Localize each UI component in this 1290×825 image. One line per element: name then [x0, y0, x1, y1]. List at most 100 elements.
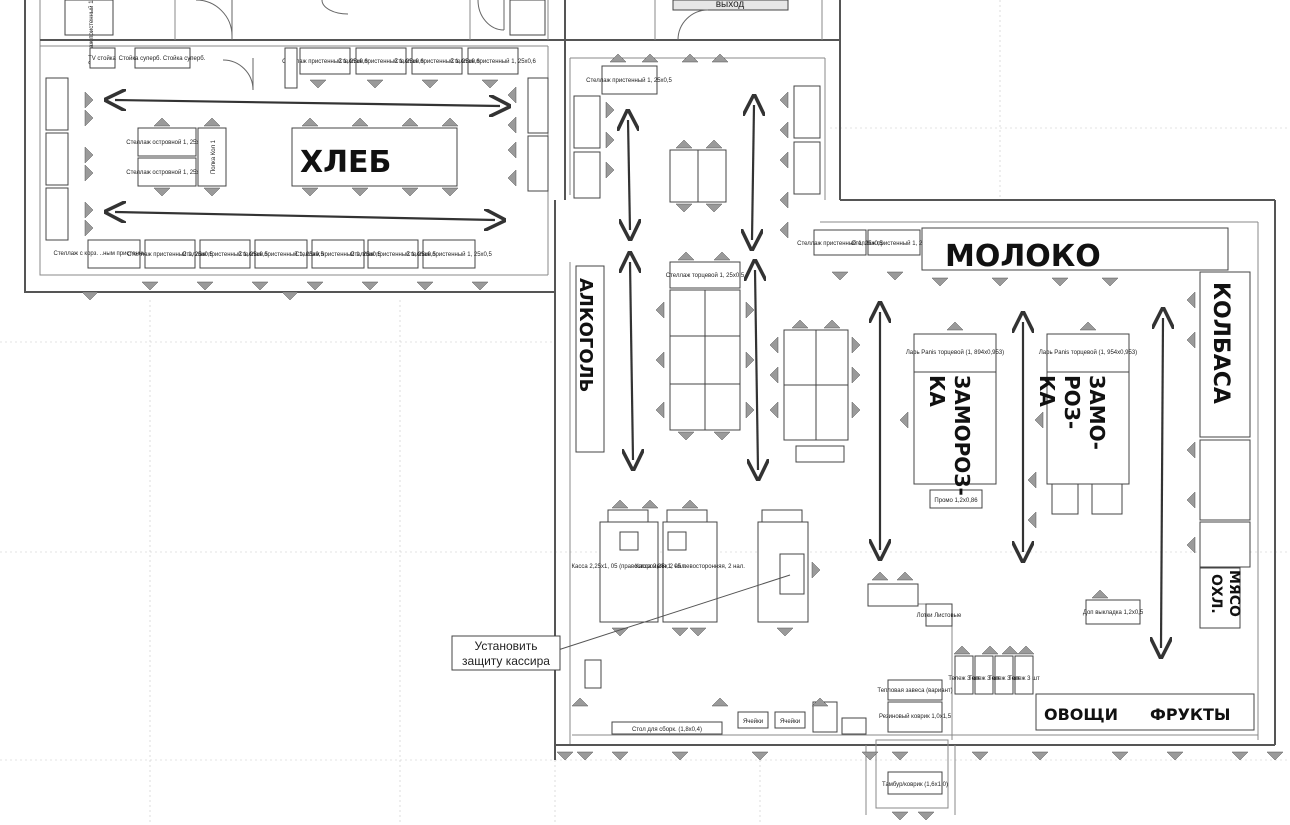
bread-room-fixtures: Стеллаж пристенный 1, 25x0,5 TV стойка С… [45, 0, 549, 269]
shelf-marker [811, 561, 821, 579]
entry-label: Тамбур/коврик (1,6x1,0) [882, 782, 948, 788]
shelf-marker [507, 169, 517, 187]
main-hall-fixtures: Ларь Panis торцевой (1, 894x0,953) Ларь … [584, 227, 1255, 795]
mat-label: Резиновый коврик 1,0x1,5 [879, 713, 952, 720]
shelf-marker [899, 411, 909, 429]
shelf-marker [896, 571, 914, 581]
exit-label: выход [716, 0, 745, 10]
shelf-label: Стеллаж пристенный 1, 25x0,6 [450, 58, 536, 65]
shelf-marker [675, 139, 693, 149]
shelf-marker [851, 366, 861, 384]
shelf-marker [351, 117, 369, 127]
shelf-marker [81, 291, 99, 301]
shelf-marker [401, 187, 419, 197]
shelf-marker [641, 53, 659, 63]
shelf-label: Стеллаж пристенный 1, 25x0,5 [238, 251, 324, 258]
shelf-label: Стеллаж пристенный 1, 25x0,5 [350, 251, 436, 258]
shelf-marker [196, 281, 214, 291]
shelf-marker [576, 751, 594, 761]
freezer-label: Ларь Panis торцевой (1, 954x0,953) [1039, 349, 1137, 356]
shelf-marker [1031, 751, 1049, 761]
shelf-marker [751, 751, 769, 761]
veg-rack-label: Тележ 3 шт [988, 676, 1020, 682]
shelf-marker [481, 79, 499, 89]
zone-frozen-right-line3: КА [1035, 375, 1059, 407]
shelf-marker [84, 109, 94, 127]
shelf-marker [769, 366, 779, 384]
note-line2: защиту кассира [462, 654, 550, 668]
doors [195, 0, 709, 91]
shelf-marker [507, 116, 517, 134]
curtain-label: Тепловая завеса (вариант) [877, 688, 952, 694]
racks-label: Лотки Листовые [917, 613, 962, 619]
shelf-marker [713, 251, 731, 261]
zone-milk: МОЛОКО [945, 239, 1101, 274]
shelf-marker [641, 499, 659, 509]
shelf-marker [779, 91, 789, 109]
zone-bread: ХЛЕБ [300, 145, 391, 180]
freezer-label: Ларь Panis торцевой (1, 894x0,953) [906, 349, 1004, 356]
shelf-marker [84, 164, 94, 182]
shelf-label: Стеллаж пристенный 1, 25x0,5 [851, 240, 937, 247]
shelf-marker [366, 79, 384, 89]
shelf-marker [441, 117, 459, 127]
shelf-marker [401, 117, 419, 127]
shelf-marker [84, 91, 94, 109]
shelf-label: Стеллаж пристенный 1, 25x0,5 [182, 251, 268, 258]
veg-rack-label: Тележ 3 шт [1008, 676, 1040, 682]
zone-meat-line1: МЯСО [1226, 570, 1242, 617]
shelf-marker [671, 751, 689, 761]
shelf-marker [891, 811, 909, 821]
shelf-marker [1231, 751, 1249, 761]
shelf-markers [81, 53, 1284, 821]
shelf-marker [991, 277, 1009, 287]
shelf-marker [946, 321, 964, 331]
shelf-marker [203, 187, 221, 197]
shelf-marker [1027, 511, 1037, 529]
zone-labels: ХЛЕБ МОЛОКО КОЛБАСА АЛКОГОЛЬ ЗАМОРОЗ- КА… [300, 145, 1242, 724]
shelf-marker [711, 697, 729, 707]
shelf-label: Стеллаж пристенный 1, 25x0,5 [586, 77, 672, 84]
shelf-marker [1091, 589, 1109, 599]
shelf-marker [776, 627, 794, 637]
shelf-marker [556, 751, 574, 761]
shelf-label: Стеллаж пристенный 1, 25x0,5 [127, 251, 213, 258]
shelf-marker [891, 751, 909, 761]
cell-label: Ячейки [780, 718, 800, 725]
shelf-label: Стеллаж пристенный 1, 25x0,6 [282, 58, 368, 65]
cash-label: Касса 2,25x1, 05 (правосторонняя, 2 нал. [572, 564, 687, 570]
shelf-marker [851, 336, 861, 354]
bag-table-label: Стол для сборк. (1,8x0,4) [632, 727, 702, 733]
veg-rack-label: Тележ 3 шт [948, 676, 980, 682]
shelf-marker [153, 187, 171, 197]
shelf-marker [361, 281, 379, 291]
promo-label: Промо 1,2x0,86 [934, 498, 978, 504]
cabinet-label: Стойка суперб. Стойка суперб. [119, 55, 206, 62]
shelf-marker [309, 79, 327, 89]
shelf-marker [779, 191, 789, 209]
cell-label: Ячейки [743, 718, 763, 725]
shelf-marker [416, 281, 434, 291]
shelf-label: Стеллаж пристенный 1, 25x0,5 [88, 0, 95, 65]
shelf-marker [971, 751, 989, 761]
shelf-marker [1027, 471, 1037, 489]
shelf-marker [571, 697, 589, 707]
shelf-marker [886, 271, 904, 281]
shelf-marker [1186, 491, 1196, 509]
shelf-marker [779, 121, 789, 139]
shelf-marker [507, 86, 517, 104]
tv-stand-label: TV стойка [88, 55, 116, 62]
exit-box: выход [672, 0, 789, 11]
shelf-marker [705, 203, 723, 213]
shelf-marker [1186, 291, 1196, 309]
end-shelf-label: Стеллаж торцевой 1, 25x0,5 [666, 272, 745, 279]
shelf-marker [1111, 751, 1129, 761]
shelf-marker [655, 401, 665, 419]
island-label: Стеллаж островной 1, 25x0,6 [126, 139, 208, 146]
shelf-marker [421, 79, 439, 89]
shelf-marker [671, 627, 689, 637]
shelf-marker [745, 301, 755, 319]
shelf-marker [779, 221, 789, 239]
shelf-marker [791, 319, 809, 329]
